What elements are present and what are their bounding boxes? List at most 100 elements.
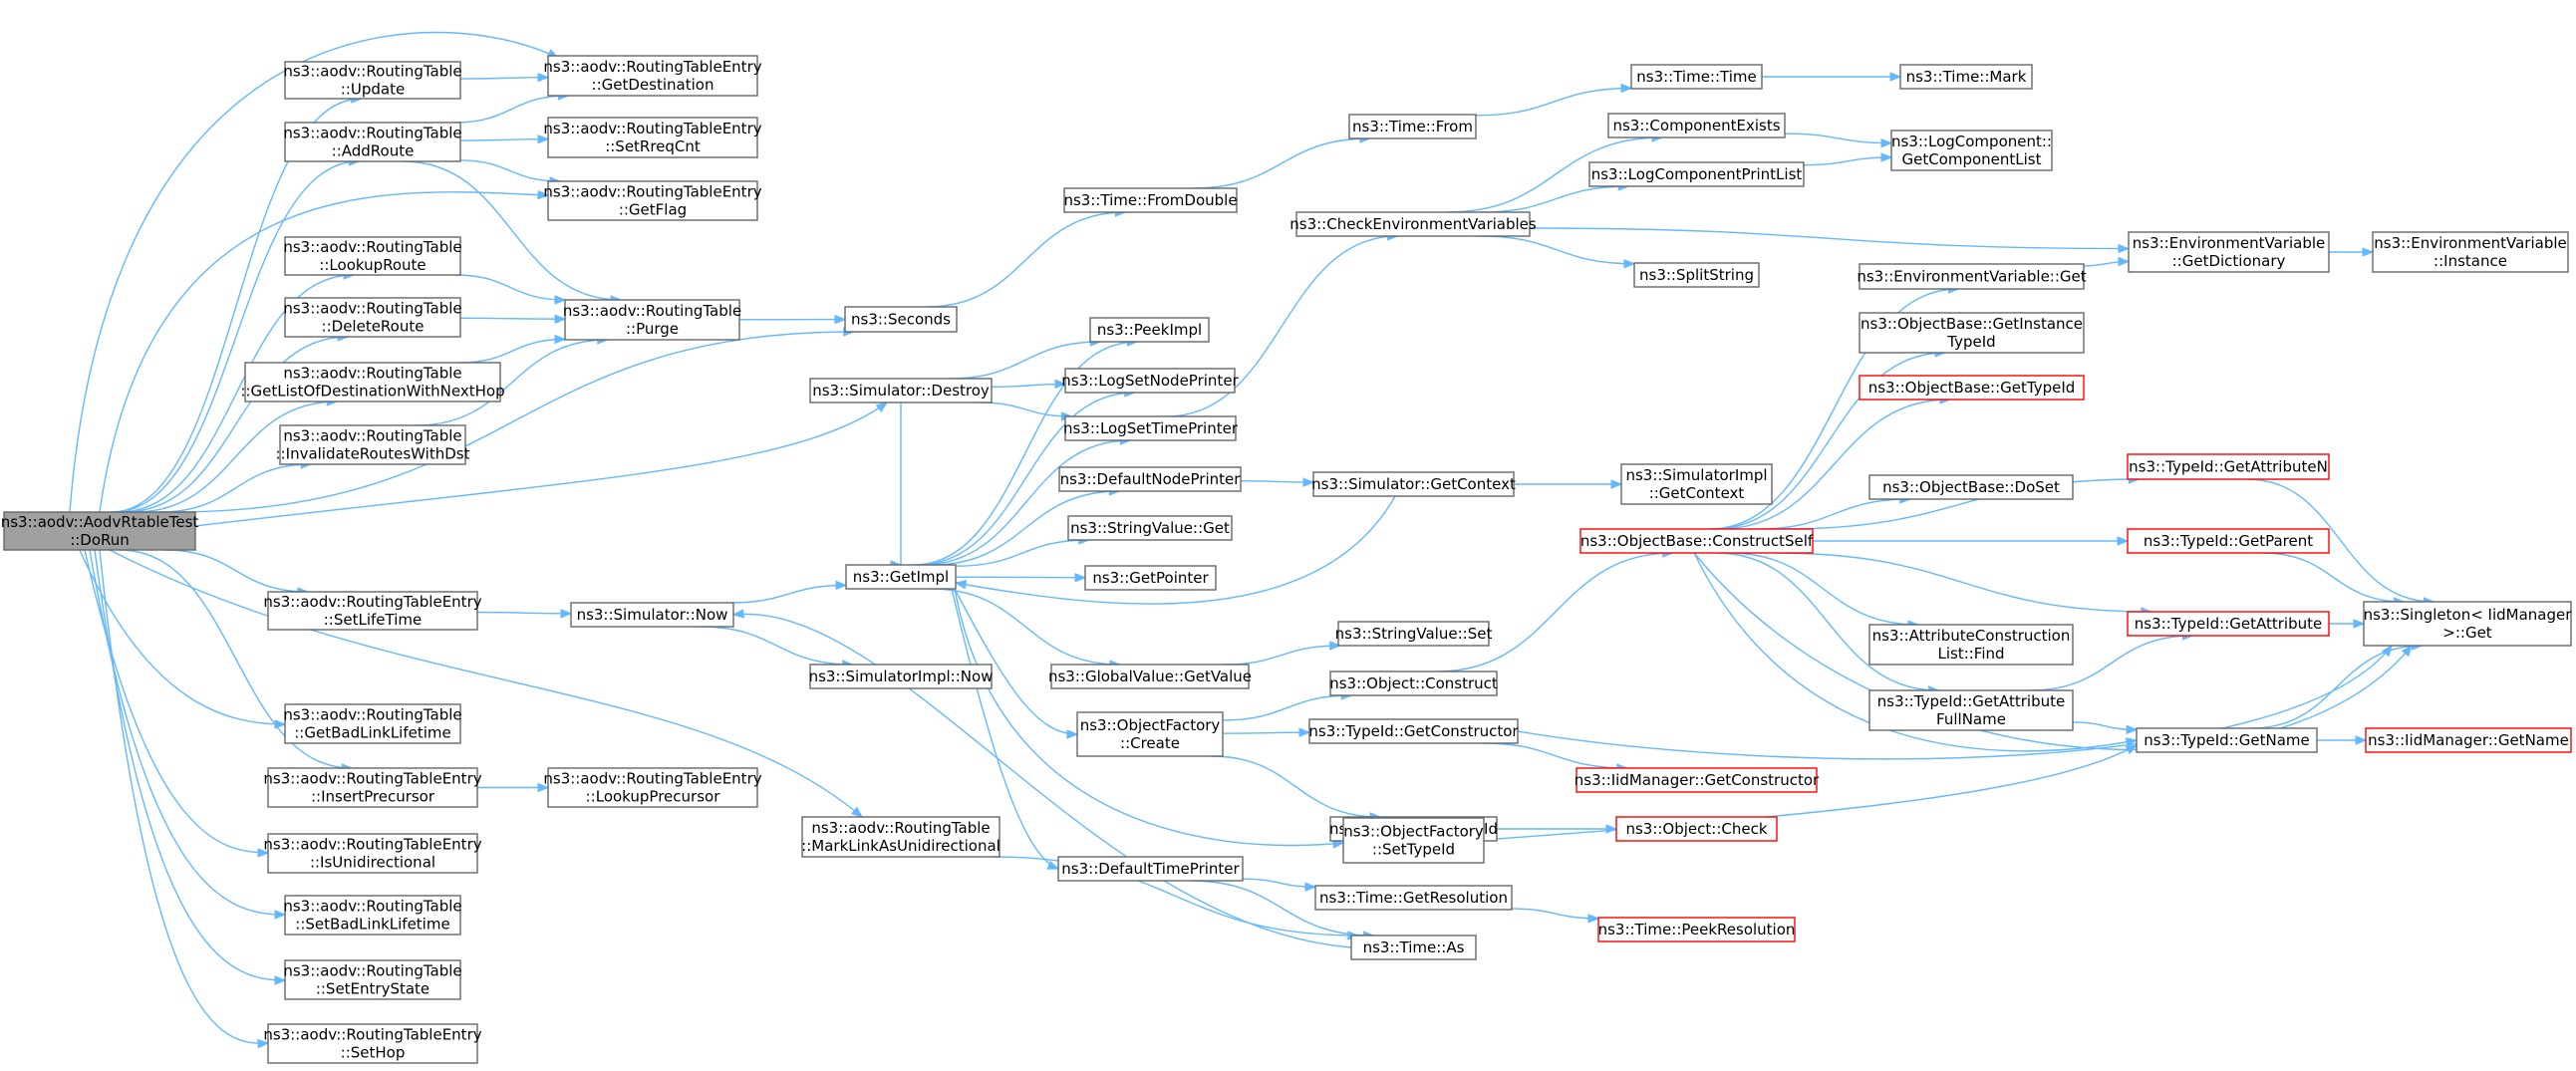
node-box[interactable] (2363, 601, 2572, 647)
node-box[interactable] (1308, 718, 1519, 744)
node-iidmanager_getname[interactable]: ns3::IidManager::GetName (2365, 727, 2572, 753)
node-time_as[interactable]: ns3::Time::As (1350, 935, 1477, 960)
node-box[interactable] (267, 767, 478, 808)
node-time_getresolution[interactable]: ns3::Time::GetResolution (1314, 885, 1513, 911)
node-rte_lookupprecursor[interactable]: ns3::aodv::RoutingTableEntry::LookupPrec… (543, 767, 762, 808)
node-defaulttime[interactable]: ns3::DefaultTimePrinter (1057, 856, 1244, 882)
node-typeid_getattributen[interactable]: ns3::TypeId::GetAttributeN (2127, 453, 2330, 480)
node-box[interactable] (1899, 64, 2033, 90)
node-box[interactable] (547, 55, 758, 97)
node-object_check[interactable]: ns3::Object::Check (1615, 816, 1778, 842)
node-typeid_getconstructor[interactable]: ns3::TypeId::GetConstructor (1308, 718, 1519, 744)
node-time_fromdouble[interactable]: ns3::Time::FromDouble (1063, 187, 1238, 213)
node-box[interactable] (284, 703, 461, 744)
node-box[interactable] (547, 180, 758, 221)
node-box[interactable] (1295, 211, 1531, 237)
node-box[interactable] (1633, 262, 1760, 288)
node-rte_getdestination[interactable]: ns3::aodv::RoutingTableEntry::GetDestina… (543, 55, 762, 97)
node-box[interactable] (1597, 917, 1796, 942)
node-box[interactable] (279, 424, 466, 465)
node-box[interactable] (844, 306, 958, 333)
node-envvar_instance[interactable]: ns3::EnvironmentVariable::Instance (2372, 231, 2569, 273)
node-rt_getlist[interactable]: ns3::aodv::RoutingTable::GetListOfDestin… (240, 362, 505, 402)
node-box[interactable] (801, 816, 1001, 858)
node-objectbase_doset[interactable]: ns3::ObjectBase::DoSet (1868, 474, 2074, 500)
node-stringvalue_get[interactable]: ns3::StringValue::Get (1067, 515, 1233, 541)
node-simimpl_now[interactable]: ns3::SimulatorImpl::Now (809, 664, 994, 689)
node-rt_addroute[interactable]: ns3::aodv::RoutingTable::AddRoute (283, 122, 462, 162)
node-box[interactable] (1050, 664, 1250, 689)
node-rte_isunidirectional[interactable]: ns3::aodv::RoutingTableEntry::IsUnidirec… (263, 833, 482, 874)
node-box[interactable] (2127, 528, 2330, 554)
node-peekimpl[interactable]: ns3::PeekImpl (1089, 317, 1210, 343)
node-rte_sethop[interactable]: ns3::aodv::RoutingTableEntry::SetHop (263, 1023, 482, 1064)
node-objectfactory_settypeid[interactable]: ns3::ObjectFactory::SetTypeId (1342, 817, 1485, 864)
node-objectbase_constructself[interactable]: ns3::ObjectBase::ConstructSelf (1579, 528, 1814, 554)
node-box[interactable] (1890, 130, 2053, 171)
node-box[interactable] (2136, 727, 2318, 753)
node-objectfactory_create[interactable]: ns3::ObjectFactory::Create (1076, 711, 1224, 757)
node-box[interactable] (1350, 935, 1477, 960)
node-rt_setbadlink[interactable]: ns3::aodv::RoutingTable::SetBadLinkLifet… (283, 895, 462, 936)
node-box[interactable] (1064, 415, 1237, 441)
node-box[interactable] (1575, 767, 1818, 793)
node-box[interactable] (267, 1023, 478, 1064)
node-sim_getcontext[interactable]: ns3::Simulator::GetContext (1311, 471, 1516, 497)
node-box[interactable] (2127, 453, 2330, 480)
node-box[interactable] (267, 591, 478, 631)
node-box[interactable] (284, 61, 461, 100)
node-rt_update[interactable]: ns3::aodv::RoutingTable::Update (283, 61, 462, 100)
node-box[interactable] (1342, 817, 1485, 864)
node-splitstring[interactable]: ns3::SplitString (1633, 262, 1760, 288)
node-singleton_get[interactable]: ns3::Singleton< IidManager >::Get (2363, 601, 2573, 647)
node-objectbase_gettypeid[interactable]: ns3::ObjectBase::GetTypeId (1859, 375, 2085, 401)
node-stringvalue_set[interactable]: ns3::StringValue::Set (1335, 621, 1493, 647)
node-typeid_getparent[interactable]: ns3::TypeId::GetParent (2127, 528, 2330, 554)
node-box[interactable] (1329, 670, 1498, 696)
node-checkenv[interactable]: ns3::CheckEnvironmentVariables (1289, 211, 1537, 237)
node-box[interactable] (1348, 114, 1477, 139)
node-box[interactable] (564, 299, 740, 341)
node-box[interactable] (244, 362, 501, 402)
node-simimpl_getcontext[interactable]: ns3::SimulatorImpl::GetContext (1620, 463, 1773, 505)
node-logcomponent_getlist[interactable]: ns3::LogComponent::GetComponentList (1890, 130, 2053, 171)
node-box[interactable] (570, 602, 734, 628)
node-box[interactable] (809, 378, 993, 403)
node-box[interactable] (284, 959, 461, 1000)
node-box[interactable] (267, 833, 478, 874)
node-box[interactable] (1337, 621, 1490, 647)
node-rt_setentrystate[interactable]: ns3::aodv::RoutingTable::SetEntryState (283, 959, 462, 1000)
node-sim_now[interactable]: ns3::Simulator::Now (570, 602, 734, 628)
node-iidmanager_getconstructor[interactable]: ns3::IidManager::GetConstructor (1574, 767, 1820, 793)
node-logsetnode[interactable]: ns3::LogSetNodePrinter (1061, 368, 1240, 394)
node-box[interactable] (2127, 611, 2330, 637)
node-rt_invalidate[interactable]: ns3::aodv::RoutingTable::InvalidateRoute… (276, 424, 470, 465)
node-getimpl[interactable]: ns3::GetImpl (845, 564, 957, 590)
node-time_peekresolution[interactable]: ns3::Time::PeekResolution (1597, 917, 1796, 942)
node-box[interactable] (284, 122, 461, 162)
node-envvar_getdictionary[interactable]: ns3::EnvironmentVariable::GetDictionary (2128, 231, 2330, 273)
node-time_time[interactable]: ns3::Time::Time (1630, 64, 1763, 90)
node-box[interactable] (1058, 466, 1242, 492)
node-rt_purge[interactable]: ns3::aodv::RoutingTable::Purge (563, 299, 741, 341)
node-box[interactable] (1057, 856, 1244, 882)
node-logcomponentprintlist[interactable]: ns3::LogComponentPrintList (1588, 161, 1805, 187)
node-rt_getbadlink[interactable]: ns3::aodv::RoutingTable::GetBadLinkLifet… (283, 703, 462, 744)
node-box[interactable] (1063, 187, 1238, 213)
node-box[interactable] (1067, 515, 1233, 541)
node-rte_setlifetime[interactable]: ns3::aodv::RoutingTableEntry::SetLifeTim… (263, 591, 482, 631)
node-box[interactable] (1868, 689, 2074, 731)
node-box[interactable] (284, 297, 461, 338)
node-time_mark[interactable]: ns3::Time::Mark (1899, 64, 2033, 90)
node-box[interactable] (1312, 471, 1515, 497)
node-getpointer[interactable]: ns3::GetPointer (1084, 565, 1217, 591)
node-box[interactable] (284, 895, 461, 936)
node-typeid_getname[interactable]: ns3::TypeId::GetName (2136, 727, 2318, 753)
node-rt_marklink[interactable]: ns3::aodv::RoutingTable::MarkLinkAsUnidi… (801, 816, 1001, 858)
node-box[interactable] (284, 236, 461, 276)
node-box[interactable] (1868, 624, 2074, 666)
node-globalvalue_getvalue[interactable]: ns3::GlobalValue::GetValue (1048, 664, 1252, 689)
node-box[interactable] (1579, 528, 1814, 554)
node-box[interactable] (1615, 816, 1778, 842)
